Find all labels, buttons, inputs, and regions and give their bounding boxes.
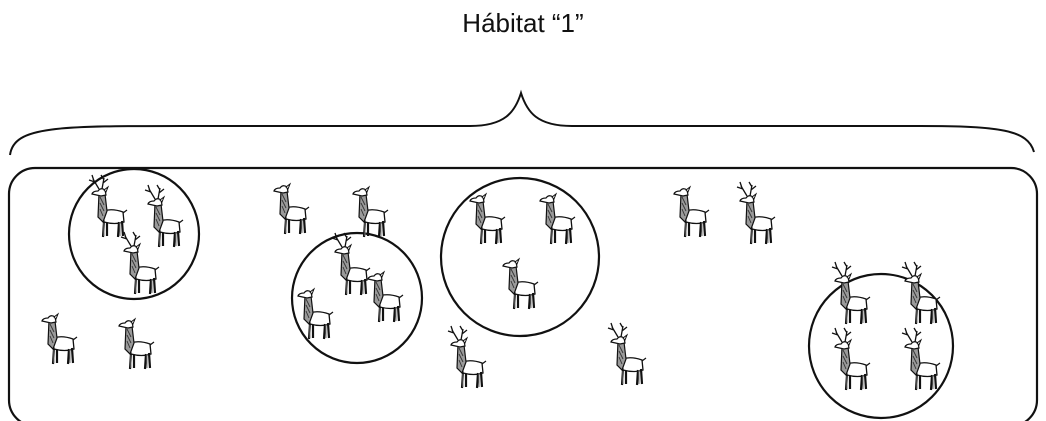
group-circle-3 xyxy=(439,176,601,338)
deer-icon xyxy=(351,185,390,239)
deer-icon xyxy=(901,261,942,326)
deer-icon xyxy=(331,232,372,297)
group-circle-4 xyxy=(807,272,955,420)
deer-icon xyxy=(538,192,577,246)
deer-icon xyxy=(120,231,161,296)
deer-icon xyxy=(88,174,129,239)
deer-icon xyxy=(831,261,872,326)
deer-icon xyxy=(672,185,711,239)
habitat-boundary xyxy=(7,166,1039,421)
deer-icon xyxy=(468,192,507,246)
deer-icon xyxy=(366,270,405,324)
deer-icon xyxy=(296,287,335,341)
deer-icon xyxy=(272,182,311,236)
habitat-brace xyxy=(9,89,1035,156)
habitat-title: Hábitat “1” xyxy=(462,8,584,38)
group-circle-1 xyxy=(67,167,201,301)
deer-icon xyxy=(607,322,648,387)
deer-icon xyxy=(144,184,185,249)
deer-icon xyxy=(501,257,540,311)
deer-icon xyxy=(736,181,777,246)
deer-icon xyxy=(117,317,156,371)
deer-icon xyxy=(447,325,488,390)
deer-icon xyxy=(40,312,79,366)
deer-icon xyxy=(831,327,872,392)
deer-icon xyxy=(901,327,942,392)
group-circle-2 xyxy=(290,231,424,365)
